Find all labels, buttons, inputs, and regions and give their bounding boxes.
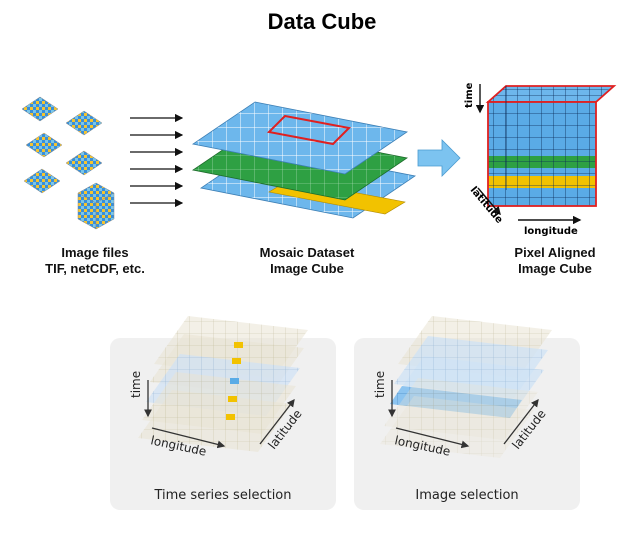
image-file-tile-icon (23, 168, 61, 194)
mosaic-caption-line1: Mosaic Dataset (259, 245, 355, 260)
image-file-tile-icon (25, 132, 63, 158)
time-axis-label: time (129, 371, 143, 398)
image-files-illustration (21, 96, 115, 230)
pixel-cube-caption: Pixel Aligned Image Cube (480, 245, 630, 277)
cube-green-band (488, 156, 596, 168)
image-files-caption-line2: TIF, netCDF, etc. (45, 261, 145, 276)
transform-arrow-icon (417, 139, 461, 177)
selected-pixel (226, 414, 235, 420)
time-series-illustration: time longitude latitude (129, 316, 308, 459)
cube-front-outline (487, 101, 597, 207)
selected-pixel (230, 378, 239, 384)
image-file-tile-icon (65, 150, 103, 176)
image-selection-illustration: time longitude latitude (373, 316, 552, 459)
mosaic-caption-line2: Image Cube (270, 261, 344, 276)
cube-yellow-band (488, 176, 596, 188)
longitude-axis-arrow-icon (151, 427, 226, 449)
mosaic-caption: Mosaic Dataset Image Cube (232, 245, 382, 277)
image-files-caption: Image files TIF, netCDF, etc. (20, 245, 170, 277)
image-file-tile-icon (21, 96, 59, 122)
latitude-axis-arrow-icon (477, 187, 501, 216)
time-axis-label: time (373, 371, 387, 398)
pixel-cube-caption-line1: Pixel Aligned (514, 245, 596, 260)
highlight-region (266, 114, 352, 146)
selected-pixel (228, 396, 237, 402)
mosaic-dataset-illustration (191, 101, 417, 219)
selected-pixel (234, 342, 243, 348)
cube-top-face (485, 85, 617, 103)
image-file-cube-icon (77, 182, 115, 230)
faint-layer (380, 396, 534, 458)
faint-layer (138, 390, 292, 452)
image-files-caption-line1: Image files (61, 245, 129, 260)
image-selection-caption: Image selection (415, 488, 519, 503)
longitude-axis-arrow-icon (395, 427, 470, 449)
latitude-axis-arrow-icon (503, 398, 539, 445)
time-series-caption: Time series selection (154, 488, 292, 503)
latitude-axis-arrow-icon (259, 398, 295, 445)
input-arrows (130, 113, 184, 208)
pixel-aligned-cube-illustration: time latitude longitude (464, 82, 617, 237)
page-title: Data Cube (267, 9, 377, 34)
cube-front-face (487, 101, 597, 207)
selected-pixel (232, 358, 241, 364)
image-file-tile-icon (65, 110, 103, 136)
time-axis-label: time (464, 82, 475, 108)
pixel-cube-caption-line2: Image Cube (518, 261, 592, 276)
longitude-axis-label: longitude (524, 226, 578, 237)
